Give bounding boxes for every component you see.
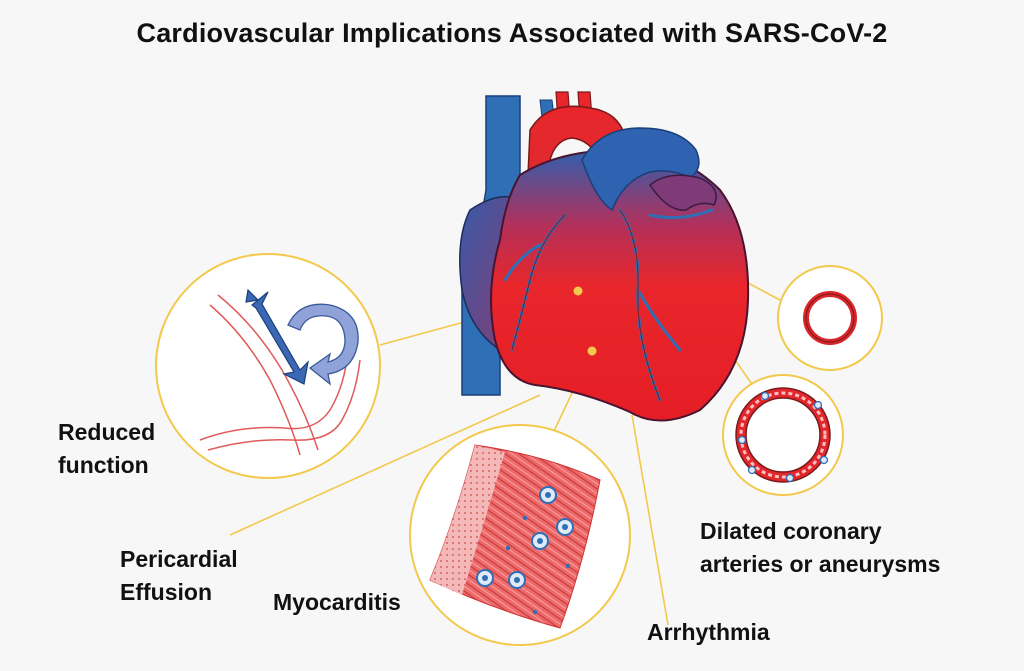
inset-reduced-function — [155, 253, 381, 479]
inset-myocarditis — [409, 424, 631, 646]
label-dilated-coronary: Dilated coronary arteries or aneurysms — [700, 515, 940, 581]
label-reduced-function: Reduced function — [58, 416, 155, 482]
label-pericardial-effusion: Pericardial Effusion — [120, 543, 238, 609]
diagram-title: Cardiovascular Implications Associated w… — [136, 18, 888, 48]
callout-line-pericardial-effusion — [229, 394, 541, 536]
label-pericardial-effusion-line1: Pericardial — [120, 546, 238, 572]
callout-dot-myocarditis — [587, 346, 597, 356]
heart — [459, 91, 750, 422]
inset-dilated-coronary — [722, 374, 844, 496]
callout-line-arrhythmia — [631, 414, 669, 626]
label-dilated-coronary-line1: Dilated coronary — [700, 518, 882, 544]
contraction-arrow-icon — [245, 288, 309, 385]
label-reduced-function-line1: Reduced — [58, 419, 156, 445]
inset-normal-coronary — [777, 265, 883, 371]
label-pericardial-effusion-line2: Effusion — [120, 579, 212, 605]
callout-dot-reduced-function — [573, 286, 583, 296]
rotation-arrow-icon — [287, 303, 359, 386]
label-dilated-coronary-line2: arteries or aneurysms — [700, 551, 941, 577]
label-reduced-function-line2: function — [58, 452, 149, 478]
label-arrhythmia: Arrhythmia — [647, 619, 770, 645]
label-myocarditis: Myocarditis — [273, 589, 401, 615]
